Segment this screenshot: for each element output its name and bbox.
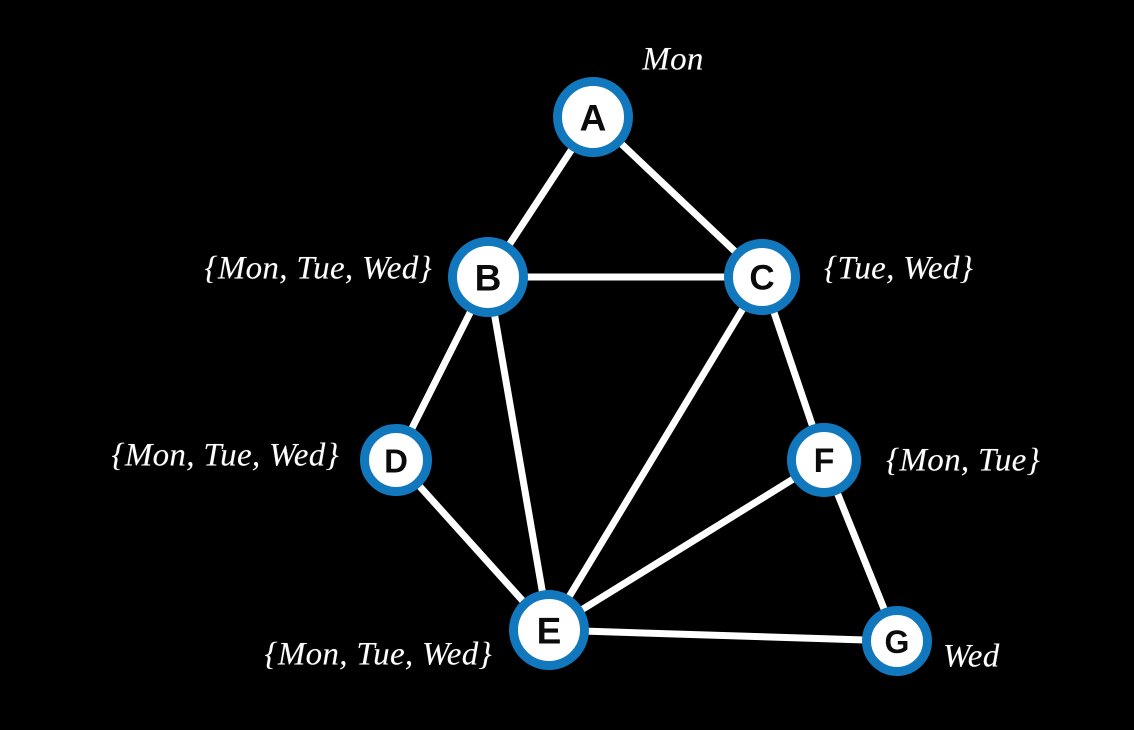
node-letter-a: A: [580, 98, 607, 139]
edge-e-g: [582, 627, 869, 644]
node-circle-b: [448, 237, 528, 317]
domain-label-a: Mon: [642, 41, 704, 78]
node-letter-g: G: [885, 624, 910, 660]
node-c[interactable]: C: [724, 239, 800, 315]
edge-a-c: [616, 138, 741, 257]
domain-label-c: {Tue, Wed}: [824, 250, 974, 287]
node-circle-c: [724, 239, 800, 315]
node-letter-f: F: [814, 442, 835, 480]
node-letter-c: C: [749, 259, 774, 298]
edge-f-g: [833, 488, 889, 615]
node-letter-b: B: [475, 258, 502, 299]
node-letter-d: D: [384, 443, 408, 480]
edge-c-f: [769, 306, 817, 432]
domain-label-e: {Mon, Tue, Wed}: [264, 636, 492, 673]
node-e[interactable]: E: [509, 590, 589, 670]
domain-label-b: {Mon, Tue, Wed}: [204, 250, 432, 287]
node-g[interactable]: G: [862, 606, 932, 676]
node-letter-e: E: [537, 611, 562, 652]
node-circle-a: [553, 77, 633, 157]
nodes-layer: A B C D F E G: [360, 77, 932, 676]
node-a[interactable]: A: [553, 77, 633, 157]
edge-b-d: [407, 306, 475, 435]
edge-e-f: [576, 474, 799, 615]
node-f[interactable]: F: [787, 423, 861, 497]
edge-d-e: [414, 481, 528, 606]
domain-label-d: {Mon, Tue, Wed}: [111, 437, 339, 474]
node-b[interactable]: B: [448, 237, 528, 317]
node-circle-d: [360, 424, 432, 496]
node-circle-e: [509, 590, 589, 670]
node-d[interactable]: D: [360, 424, 432, 496]
edge-c-e: [564, 303, 748, 602]
domain-label-g: Wed: [943, 638, 1000, 675]
domain-label-f: {Mon, Tue}: [886, 442, 1041, 479]
edges-layer: [407, 138, 889, 644]
edge-b-e: [490, 309, 547, 598]
node-circle-f: [787, 423, 861, 497]
node-circle-g: [862, 606, 932, 676]
edge-a-b: [504, 144, 577, 250]
